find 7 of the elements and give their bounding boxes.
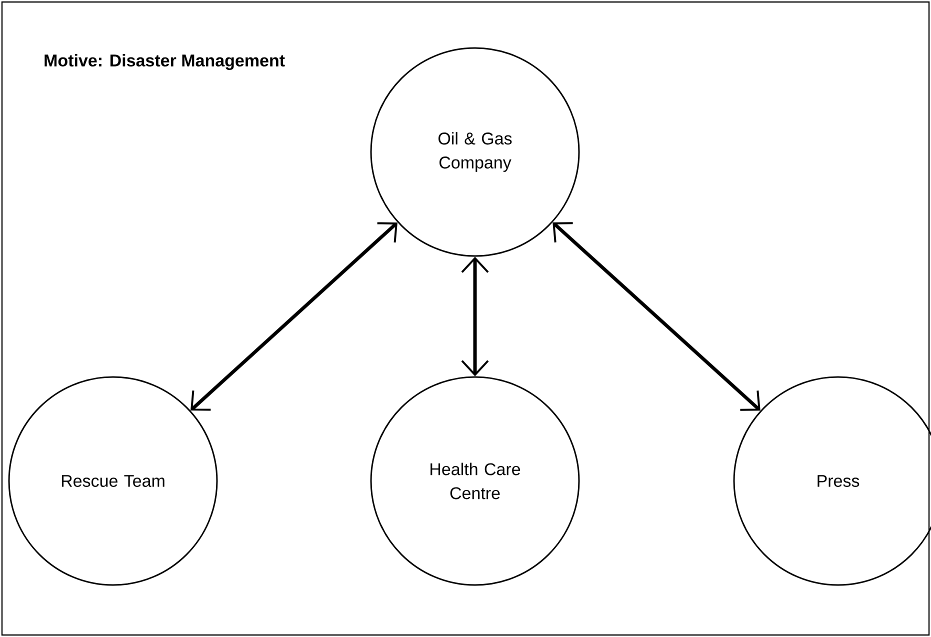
arrow — [552, 222, 760, 411]
circle-node: Oil & Gas Company — [370, 47, 580, 257]
arrow — [461, 256, 489, 376]
circle-node: Rescue Team — [8, 376, 218, 586]
arrow — [190, 222, 398, 411]
title: Motive: Disaster Management — [44, 54, 285, 70]
circle-node: Health Care Centre — [370, 376, 580, 586]
